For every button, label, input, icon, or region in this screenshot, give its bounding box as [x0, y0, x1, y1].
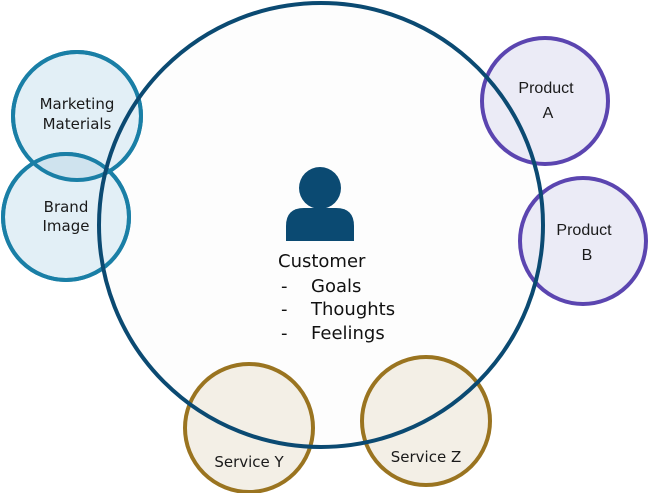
touchpoint-circle [480, 36, 610, 166]
touchpoint-label: Product [556, 222, 612, 239]
touchpoint-circle [183, 362, 315, 493]
touchpoint-label: Marketing [40, 95, 115, 113]
touchpoint-label: Service Z [391, 448, 461, 466]
touchpoint-label: B [582, 247, 593, 264]
bullet: - [281, 276, 288, 297]
touchpoint-product-b: Product B [518, 176, 648, 306]
customer-need: Thoughts [310, 299, 395, 320]
customer-need: Goals [311, 276, 361, 297]
touchpoint-label: Product [518, 80, 574, 97]
touchpoint-service-y: Service Y [183, 362, 315, 493]
customer-circle-ring [97, 1, 545, 449]
person-icon [286, 167, 354, 241]
bullet: - [281, 323, 288, 344]
touchpoint-label: Materials [43, 115, 112, 133]
touchpoint-label: A [543, 105, 554, 122]
touchpoint-product-a: Product A [480, 36, 610, 166]
touchpoint-label: Brand [44, 198, 89, 216]
touchpoint-label: Image [43, 217, 90, 235]
customer-need: Feelings [311, 323, 385, 344]
customer-title: Customer [278, 251, 366, 272]
touchpoint-outline [1, 152, 131, 282]
customer-needs-list: - Goals - Thoughts - Feelings [281, 276, 395, 344]
bullet: - [281, 299, 288, 320]
touchpoint-outline [11, 50, 143, 182]
touchpoint-label: Service Y [214, 453, 284, 471]
touchpoint-circle [518, 176, 648, 306]
